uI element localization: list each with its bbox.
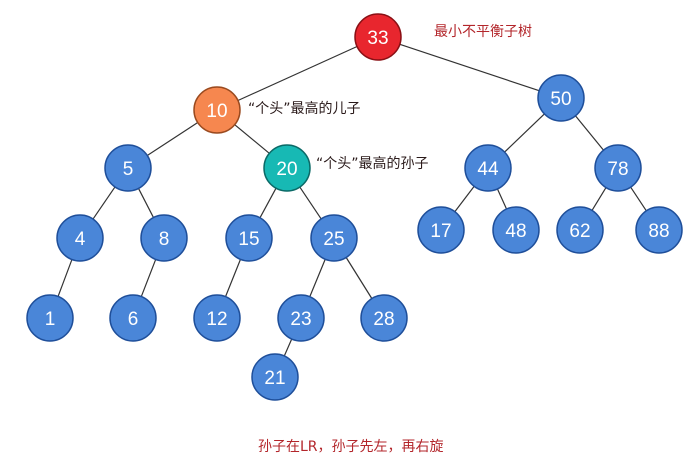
edge-n78-n88 — [630, 186, 647, 212]
node-label: 1 — [45, 309, 56, 330]
node-circle — [594, 144, 642, 192]
grandchild-annotation: “个头”最高的孙子 — [316, 156, 429, 172]
tree-node-20: 20 — [263, 144, 311, 192]
tree-node-21: 21 — [251, 353, 299, 401]
edge-n23-n21 — [283, 338, 293, 357]
tree-node-25: 25 — [310, 214, 358, 262]
tree-node-48: 48 — [492, 206, 540, 254]
node-label: 78 — [607, 159, 628, 180]
tree-node-23: 23 — [277, 294, 325, 342]
tree-node-28: 28 — [360, 294, 408, 342]
edge-n78-n62 — [591, 187, 607, 211]
node-label: 10 — [206, 101, 227, 122]
tree-node-5: 5 — [104, 144, 152, 192]
tree-node-1: 1 — [26, 294, 74, 342]
child-annotation: “个头”最高的儿子 — [248, 101, 361, 117]
node-label: 28 — [373, 309, 394, 330]
node-label: 23 — [290, 309, 311, 330]
edges-layer — [57, 43, 647, 357]
edge-n4-n1 — [57, 259, 73, 297]
node-label: 44 — [477, 159, 499, 180]
node-circle — [635, 206, 683, 254]
node-label: 4 — [75, 229, 86, 250]
node-circle — [360, 294, 408, 342]
node-circle — [464, 144, 512, 192]
tree-node-6: 6 — [109, 294, 157, 342]
footer-annotation: 孙子在LR，孙子先左，再右旋 — [258, 439, 444, 455]
node-circle — [56, 214, 104, 262]
node-circle — [109, 294, 157, 342]
node-circle — [26, 294, 74, 342]
node-label: 25 — [323, 229, 344, 250]
edge-n50-n78 — [575, 115, 604, 151]
tree-node-15: 15 — [225, 214, 273, 262]
tree-node-88: 88 — [635, 206, 683, 254]
node-label: 8 — [159, 229, 170, 250]
tree-node-8: 8 — [140, 214, 188, 262]
edge-n50-n44 — [504, 113, 545, 153]
node-label: 6 — [128, 309, 139, 330]
edge-n44-n48 — [496, 188, 508, 210]
tree-node-50: 50 — [537, 74, 585, 122]
edge-n5-n4 — [92, 186, 116, 220]
tree-node-4: 4 — [56, 214, 104, 262]
tree-node-10: 10 — [193, 86, 241, 134]
node-circle — [492, 206, 540, 254]
node-circle — [354, 13, 402, 61]
node-circle — [104, 144, 152, 192]
tree-node-17: 17 — [417, 206, 465, 254]
node-label: 12 — [206, 309, 227, 330]
edge-n20-n15 — [259, 187, 277, 219]
node-label: 88 — [648, 221, 669, 242]
edge-n33-n10 — [237, 45, 358, 102]
edge-n5-n8 — [137, 188, 155, 218]
node-circle — [140, 214, 188, 262]
edge-n8-n6 — [140, 259, 157, 297]
node-label: 21 — [264, 368, 285, 389]
edge-n33-n50 — [399, 43, 540, 92]
tree-node-44: 44 — [464, 144, 512, 192]
edge-n20-n25 — [299, 186, 322, 220]
edge-n10-n20 — [234, 124, 270, 154]
node-circle — [277, 294, 325, 342]
node-label: 50 — [550, 89, 571, 110]
root-annotation: 最小不平衡子树 — [434, 24, 532, 40]
node-circle — [193, 86, 241, 134]
edge-n15-n12 — [224, 259, 242, 297]
tree-node-12: 12 — [193, 294, 241, 342]
node-label: 5 — [123, 159, 134, 180]
node-label: 17 — [430, 221, 451, 242]
edge-n25-n28 — [345, 257, 373, 299]
edge-n44-n17 — [454, 185, 475, 213]
node-circle — [310, 214, 358, 262]
node-circle — [537, 74, 585, 122]
node-label: 62 — [569, 221, 590, 242]
node-circle — [556, 206, 604, 254]
node-label: 48 — [505, 221, 526, 242]
tree-node-33: 33 — [354, 13, 402, 61]
node-circle — [263, 144, 311, 192]
node-label: 15 — [238, 229, 259, 250]
node-circle — [225, 214, 273, 262]
tree-node-62: 62 — [556, 206, 604, 254]
edge-n10-n5 — [146, 122, 199, 156]
node-label: 20 — [276, 159, 297, 180]
tree-node-78: 78 — [594, 144, 642, 192]
node-label: 33 — [367, 28, 388, 49]
node-circle — [193, 294, 241, 342]
edge-n25-n23 — [309, 259, 326, 297]
node-circle — [251, 353, 299, 401]
node-circle — [417, 206, 465, 254]
